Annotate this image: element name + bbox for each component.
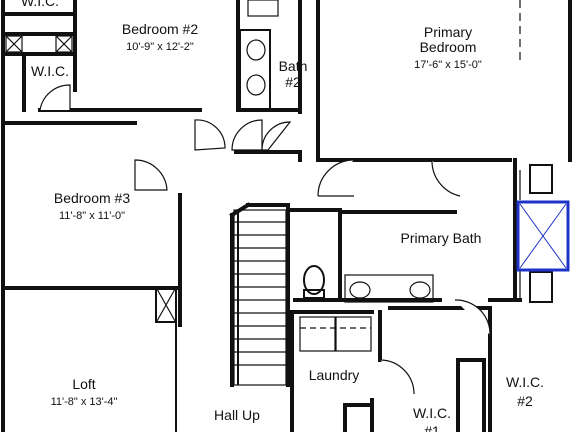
loft-label: Loft: [72, 376, 95, 392]
wic2-number: #2: [517, 393, 533, 409]
doors: [39, 84, 521, 395]
bedroom3-dims: 11'-8" x 11'-0": [59, 210, 125, 222]
laundry-label: Laundry: [309, 367, 360, 383]
laundry-appliances: [299, 316, 372, 352]
wic2-label: W.I.C.: [506, 374, 544, 390]
primary-bedroom-label-2: Bedroom: [420, 39, 477, 55]
dashed-lines: [2, 0, 521, 420]
bath2-number: #2: [285, 74, 301, 90]
bedroom2-dims: 10'-9" x 12'-2": [126, 41, 194, 53]
primary-bedroom-dims: 17'-6" x 15'-0": [414, 59, 482, 71]
stairs: [233, 209, 287, 386]
wic-left-label: W.I.C.: [31, 63, 69, 79]
loft-dims: 11'-8" x 13'-4": [51, 396, 118, 408]
primary-bath-label: Primary Bath: [401, 230, 482, 246]
bedroom2-label: Bedroom #2: [122, 21, 198, 37]
primary-bedroom-label: Primary: [424, 24, 472, 40]
wic-top-label: W.I.C.: [21, 0, 59, 9]
hall-up-label: Hall Up: [214, 407, 260, 423]
room-labels: W.I.C. W.I.C. Bedroom #2 10'-9" x 12'-2"…: [21, 0, 544, 432]
primary-bath-fixtures: [303, 200, 570, 303]
bath2-label: Bath: [279, 58, 308, 74]
bath2-fixtures: [239, 0, 279, 111]
wic1-number: #1: [424, 423, 440, 432]
wic1-label: W.I.C.: [413, 405, 451, 421]
closet-shelves: [5, 35, 553, 323]
bedroom3-label: Bedroom #3: [54, 190, 130, 206]
